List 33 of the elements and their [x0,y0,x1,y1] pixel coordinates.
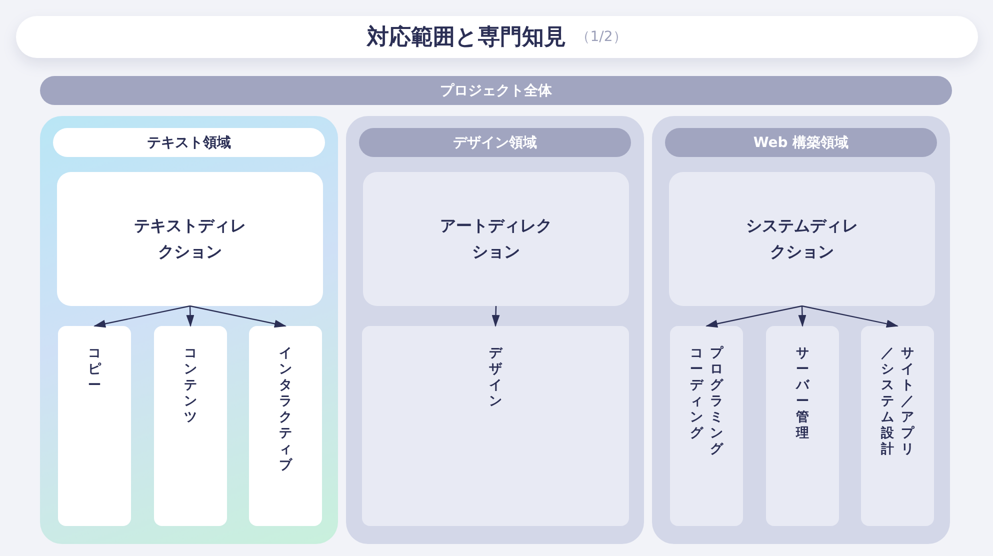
skill-label: コピー [88,346,102,394]
skill-card [362,326,629,526]
skill-card [58,326,131,526]
skill-label: プログラミングコーディング [690,346,724,458]
page-counter: （1/2） [576,28,627,46]
domain-panel [40,116,338,544]
domain-panel [652,116,950,544]
arrow [94,305,190,328]
scope-bar: プロジェクト全体 [40,76,952,105]
domain-panel [346,116,644,544]
arrow [186,306,194,327]
arrow [798,306,806,327]
arrow [802,305,898,328]
arrow [190,305,286,328]
skill-card [670,326,743,526]
title: 対応範囲と専門知見 [367,24,566,52]
skill-label: インタラクティブ [278,346,292,474]
domain-heading: テキスト領域 [53,128,325,157]
direction-box: テキストディレクション [57,172,323,306]
skill-card [861,326,934,526]
skill-label: デザイン [488,346,502,410]
arrow [492,306,500,327]
skill-card [154,326,227,526]
skill-label: コンテンツ [184,346,198,426]
skill-label: サーバー管理 [796,346,810,442]
domain-heading: デザイン領域 [359,128,631,157]
direction-box: システムディレクション [669,172,935,306]
domain-heading: Web 構築領域 [665,128,937,157]
skill-card [766,326,839,526]
direction-box: アートディレクション [363,172,629,306]
skill-card [249,326,322,526]
skill-label: サイト／アプリ／システム設計 [880,346,914,458]
arrow [706,305,802,328]
